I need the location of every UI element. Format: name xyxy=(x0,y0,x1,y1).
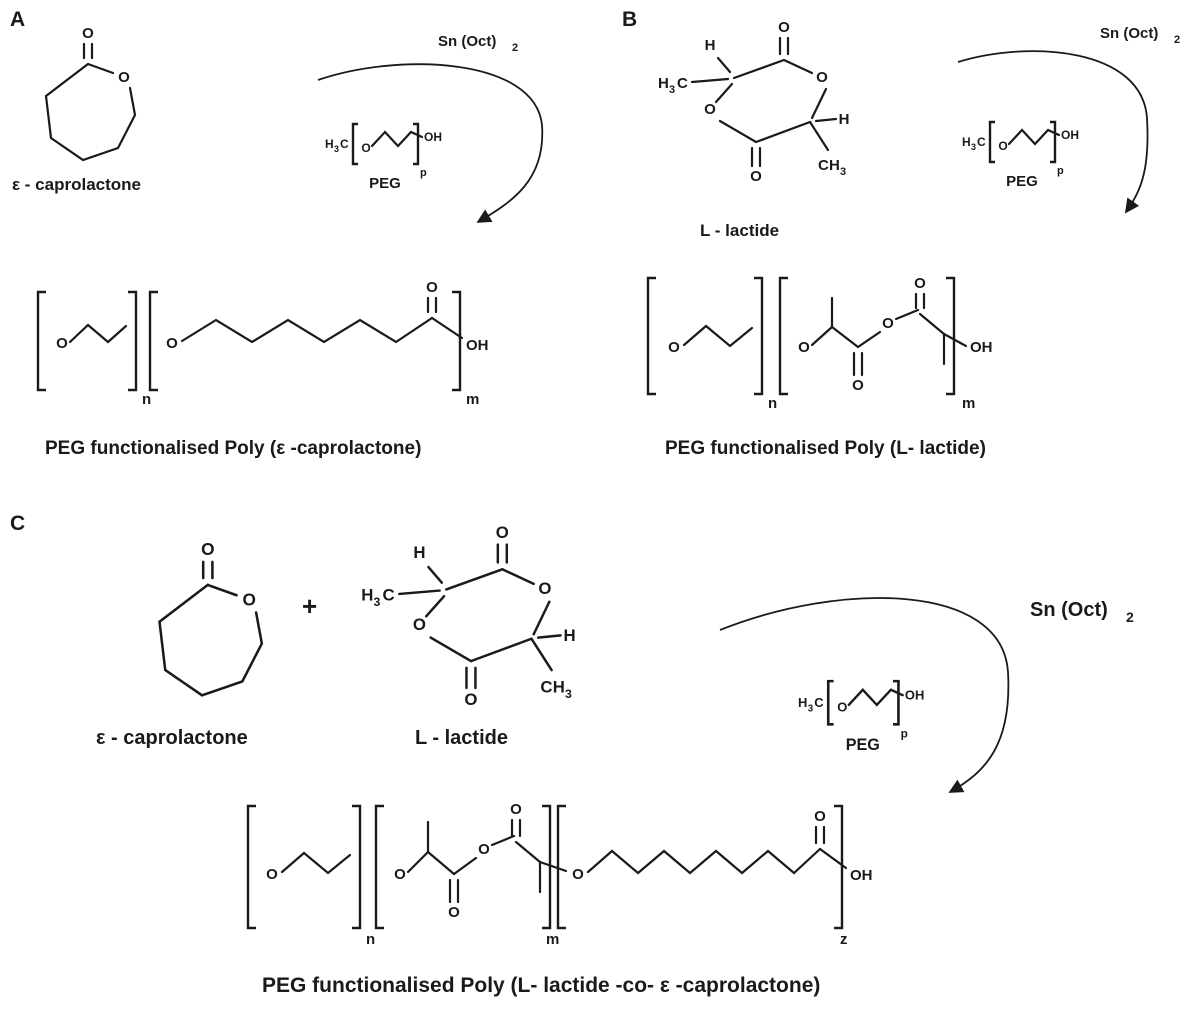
product-caption-a: PEG functionalised Poly (ε -caprolactone… xyxy=(45,438,421,459)
atom-o: O xyxy=(914,275,926,292)
bracket-open xyxy=(148,290,158,392)
product-a: O n O O OH m xyxy=(36,279,489,408)
bracket-open xyxy=(556,804,566,930)
reactant-label-lactide: L - lactide xyxy=(415,727,508,749)
caprolactone-structure xyxy=(44,23,137,162)
bracket-open xyxy=(646,276,656,396)
plus-sign: + xyxy=(302,591,317,621)
reactant-label-caprolactone: ε - caprolactone xyxy=(12,175,141,194)
lactidyl-block-bonds xyxy=(810,292,968,377)
bracket-open xyxy=(246,804,256,930)
bracket-close xyxy=(834,804,844,930)
bracket-close xyxy=(946,276,956,396)
lactidyl-block-bonds xyxy=(406,818,568,904)
subscript-m: m xyxy=(546,931,559,948)
bracket-close xyxy=(754,276,764,396)
atom-o: O xyxy=(478,841,490,858)
bracket-open xyxy=(778,276,788,396)
bracket-close xyxy=(542,804,552,930)
panel-c-letter: C xyxy=(10,512,25,535)
atom-o: O xyxy=(56,335,68,352)
peg-block-bonds xyxy=(68,323,128,344)
peg-block-bonds xyxy=(280,851,352,875)
bracket-close xyxy=(352,804,362,930)
subscript-z: z xyxy=(840,931,848,948)
atom-o: O xyxy=(852,377,864,394)
atom-o: O xyxy=(394,866,406,883)
atom-o: O xyxy=(814,808,826,825)
atom-o: O xyxy=(882,315,894,332)
peg-structure xyxy=(796,679,926,756)
atom-oh: OH xyxy=(850,867,873,884)
bracket-close xyxy=(128,290,138,392)
bracket-close xyxy=(452,290,462,392)
panel-a: A ε - caprolactone Sn (Oct) 2 O n O O xyxy=(10,8,544,459)
reaction-arrow xyxy=(957,50,1149,214)
caproyl-block-bonds xyxy=(586,825,848,875)
atom-o: O xyxy=(448,904,460,921)
subscript-m: m xyxy=(466,391,479,408)
atom-o: O xyxy=(668,339,680,356)
product-c: O n O O O xyxy=(246,801,873,948)
lactide-structure xyxy=(656,17,851,187)
reaction-arrow xyxy=(719,597,1010,793)
product-caption-b: PEG functionalised Poly (L- lactide) xyxy=(665,438,986,459)
panel-c: C ε - caprolactone + L - lactide Sn (Oct… xyxy=(10,512,1134,997)
panel-b: B L - lactide Sn (Oct) 2 O n O xyxy=(622,8,1180,459)
lactide-structure xyxy=(359,521,577,711)
subscript-n: n xyxy=(142,391,151,408)
product-caption-c: PEG functionalised Poly (L- lactide -co-… xyxy=(262,974,820,997)
catalyst-label: Sn (Oct) xyxy=(1030,599,1108,621)
peg-structure xyxy=(323,122,444,194)
caproyl-block-bonds xyxy=(180,296,464,344)
catalyst-subscript: 2 xyxy=(1174,34,1180,46)
atom-o: O xyxy=(798,339,810,356)
catalyst-label: Sn (Oct) xyxy=(1100,25,1158,42)
atom-o: O xyxy=(510,801,522,818)
atom-o: O xyxy=(426,279,438,296)
caprolactone-structure xyxy=(158,537,264,697)
catalyst-subscript: 2 xyxy=(1126,609,1134,625)
catalyst-subscript: 2 xyxy=(512,42,518,54)
subscript-n: n xyxy=(366,931,375,948)
atom-o: O xyxy=(572,866,584,883)
bracket-open xyxy=(36,290,46,392)
catalyst-label: Sn (Oct) xyxy=(438,33,496,50)
reactant-label-caprolactone: ε - caprolactone xyxy=(96,727,248,749)
atom-oh: OH xyxy=(970,339,993,356)
reactant-label-lactide: L - lactide xyxy=(700,221,779,240)
bracket-open xyxy=(374,804,384,930)
panel-a-letter: A xyxy=(10,8,25,31)
atom-o: O xyxy=(166,335,178,352)
subscript-m: m xyxy=(962,395,975,412)
panel-b-letter: B xyxy=(622,8,637,31)
reaction-arrow xyxy=(317,63,544,223)
atom-oh: OH xyxy=(466,337,489,354)
subscript-n: n xyxy=(768,395,777,412)
product-b: O n O O O xyxy=(646,275,993,412)
atom-o: O xyxy=(266,866,278,883)
peg-structure xyxy=(960,120,1081,192)
peg-block-bonds xyxy=(682,324,754,348)
